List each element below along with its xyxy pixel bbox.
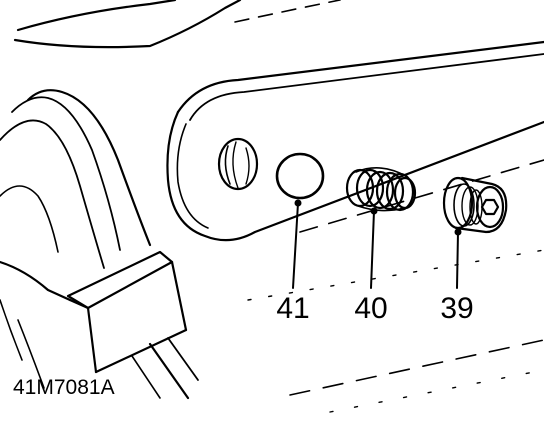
leader-dot-39 [454, 228, 462, 236]
housing-body [166, 40, 544, 413]
casing-top-edge [13, 0, 341, 49]
callout-label-41: 41 [276, 292, 309, 325]
leader-dot-40 [370, 207, 378, 215]
figure-reference-code: 41M7081A [13, 376, 115, 399]
callout-label-40: 40 [354, 292, 387, 325]
spring-part-40 [345, 167, 417, 212]
leader-lines [292, 202, 459, 289]
bracket-arm [0, 89, 199, 400]
callout-label-39: 39 [440, 292, 473, 325]
seal-ring-part-41 [275, 152, 325, 200]
leader-dot-41 [294, 199, 302, 207]
plug-part-39 [442, 176, 508, 234]
housing-bore [217, 137, 259, 191]
